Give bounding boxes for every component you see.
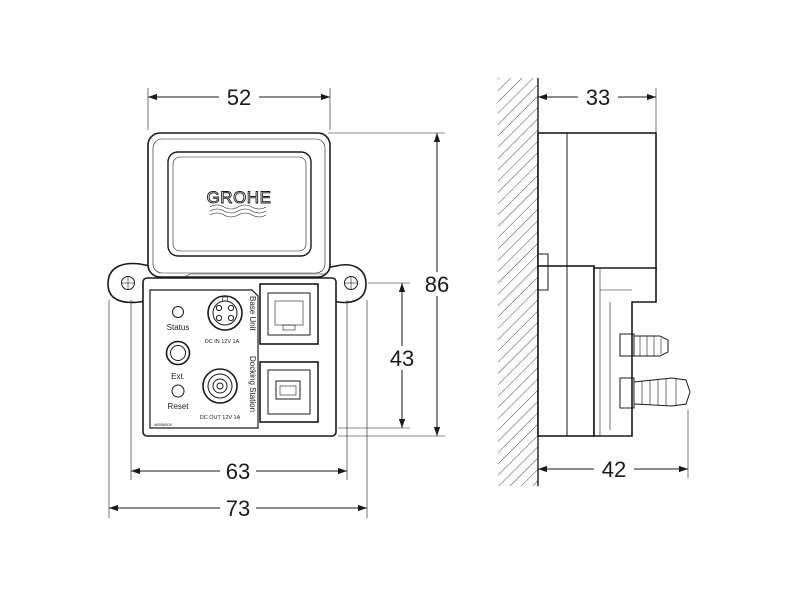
mounting-hole-left-icon <box>121 276 135 290</box>
dim-86: 86 <box>425 272 449 297</box>
side-view <box>498 78 691 486</box>
base-unit-label: Base Unit <box>248 296 257 331</box>
brand-logo: GROHE <box>207 188 272 207</box>
base-unit-socket-icon <box>259 283 319 345</box>
logo-plate <box>167 151 312 257</box>
status-led-icon <box>172 306 184 318</box>
dim-43: 43 <box>390 346 414 371</box>
dc-in-label: DC IN 12V 1A <box>205 339 240 345</box>
docking-station-label: Docking Station <box>248 356 257 412</box>
dc-in-connector-icon <box>207 295 243 331</box>
wall-section <box>498 78 538 486</box>
side-connector-upper-icon <box>619 333 669 357</box>
ext-button[interactable] <box>165 340 191 366</box>
side-connector-lower-icon <box>619 377 691 409</box>
dim-52: 52 <box>227 85 251 110</box>
status-label: Status <box>167 323 190 332</box>
side-dimensions: 33 42 <box>538 84 689 482</box>
part-number: 46556000 <box>154 422 173 427</box>
dc-out-label: DC OUT 12V 1A <box>200 415 241 421</box>
dim-42: 42 <box>602 457 626 482</box>
front-dimensions: 52 86 43 63 73 <box>108 84 455 521</box>
docking-station-socket-icon <box>259 361 319 423</box>
ext-label: Ext. <box>171 372 185 381</box>
front-view: GROHE Status Ext. Reset <box>107 132 367 437</box>
dim-73: 73 <box>226 496 250 521</box>
mounting-hole-right-icon <box>344 276 358 290</box>
side-body <box>537 132 657 271</box>
reset-button[interactable] <box>171 384 185 398</box>
dim-63: 63 <box>226 459 250 484</box>
cover-bezel <box>152 138 326 274</box>
wave-icon <box>209 204 267 218</box>
dim-33: 33 <box>586 85 610 110</box>
reset-label: Reset <box>168 402 190 411</box>
dc-out-connector-icon <box>202 368 238 404</box>
